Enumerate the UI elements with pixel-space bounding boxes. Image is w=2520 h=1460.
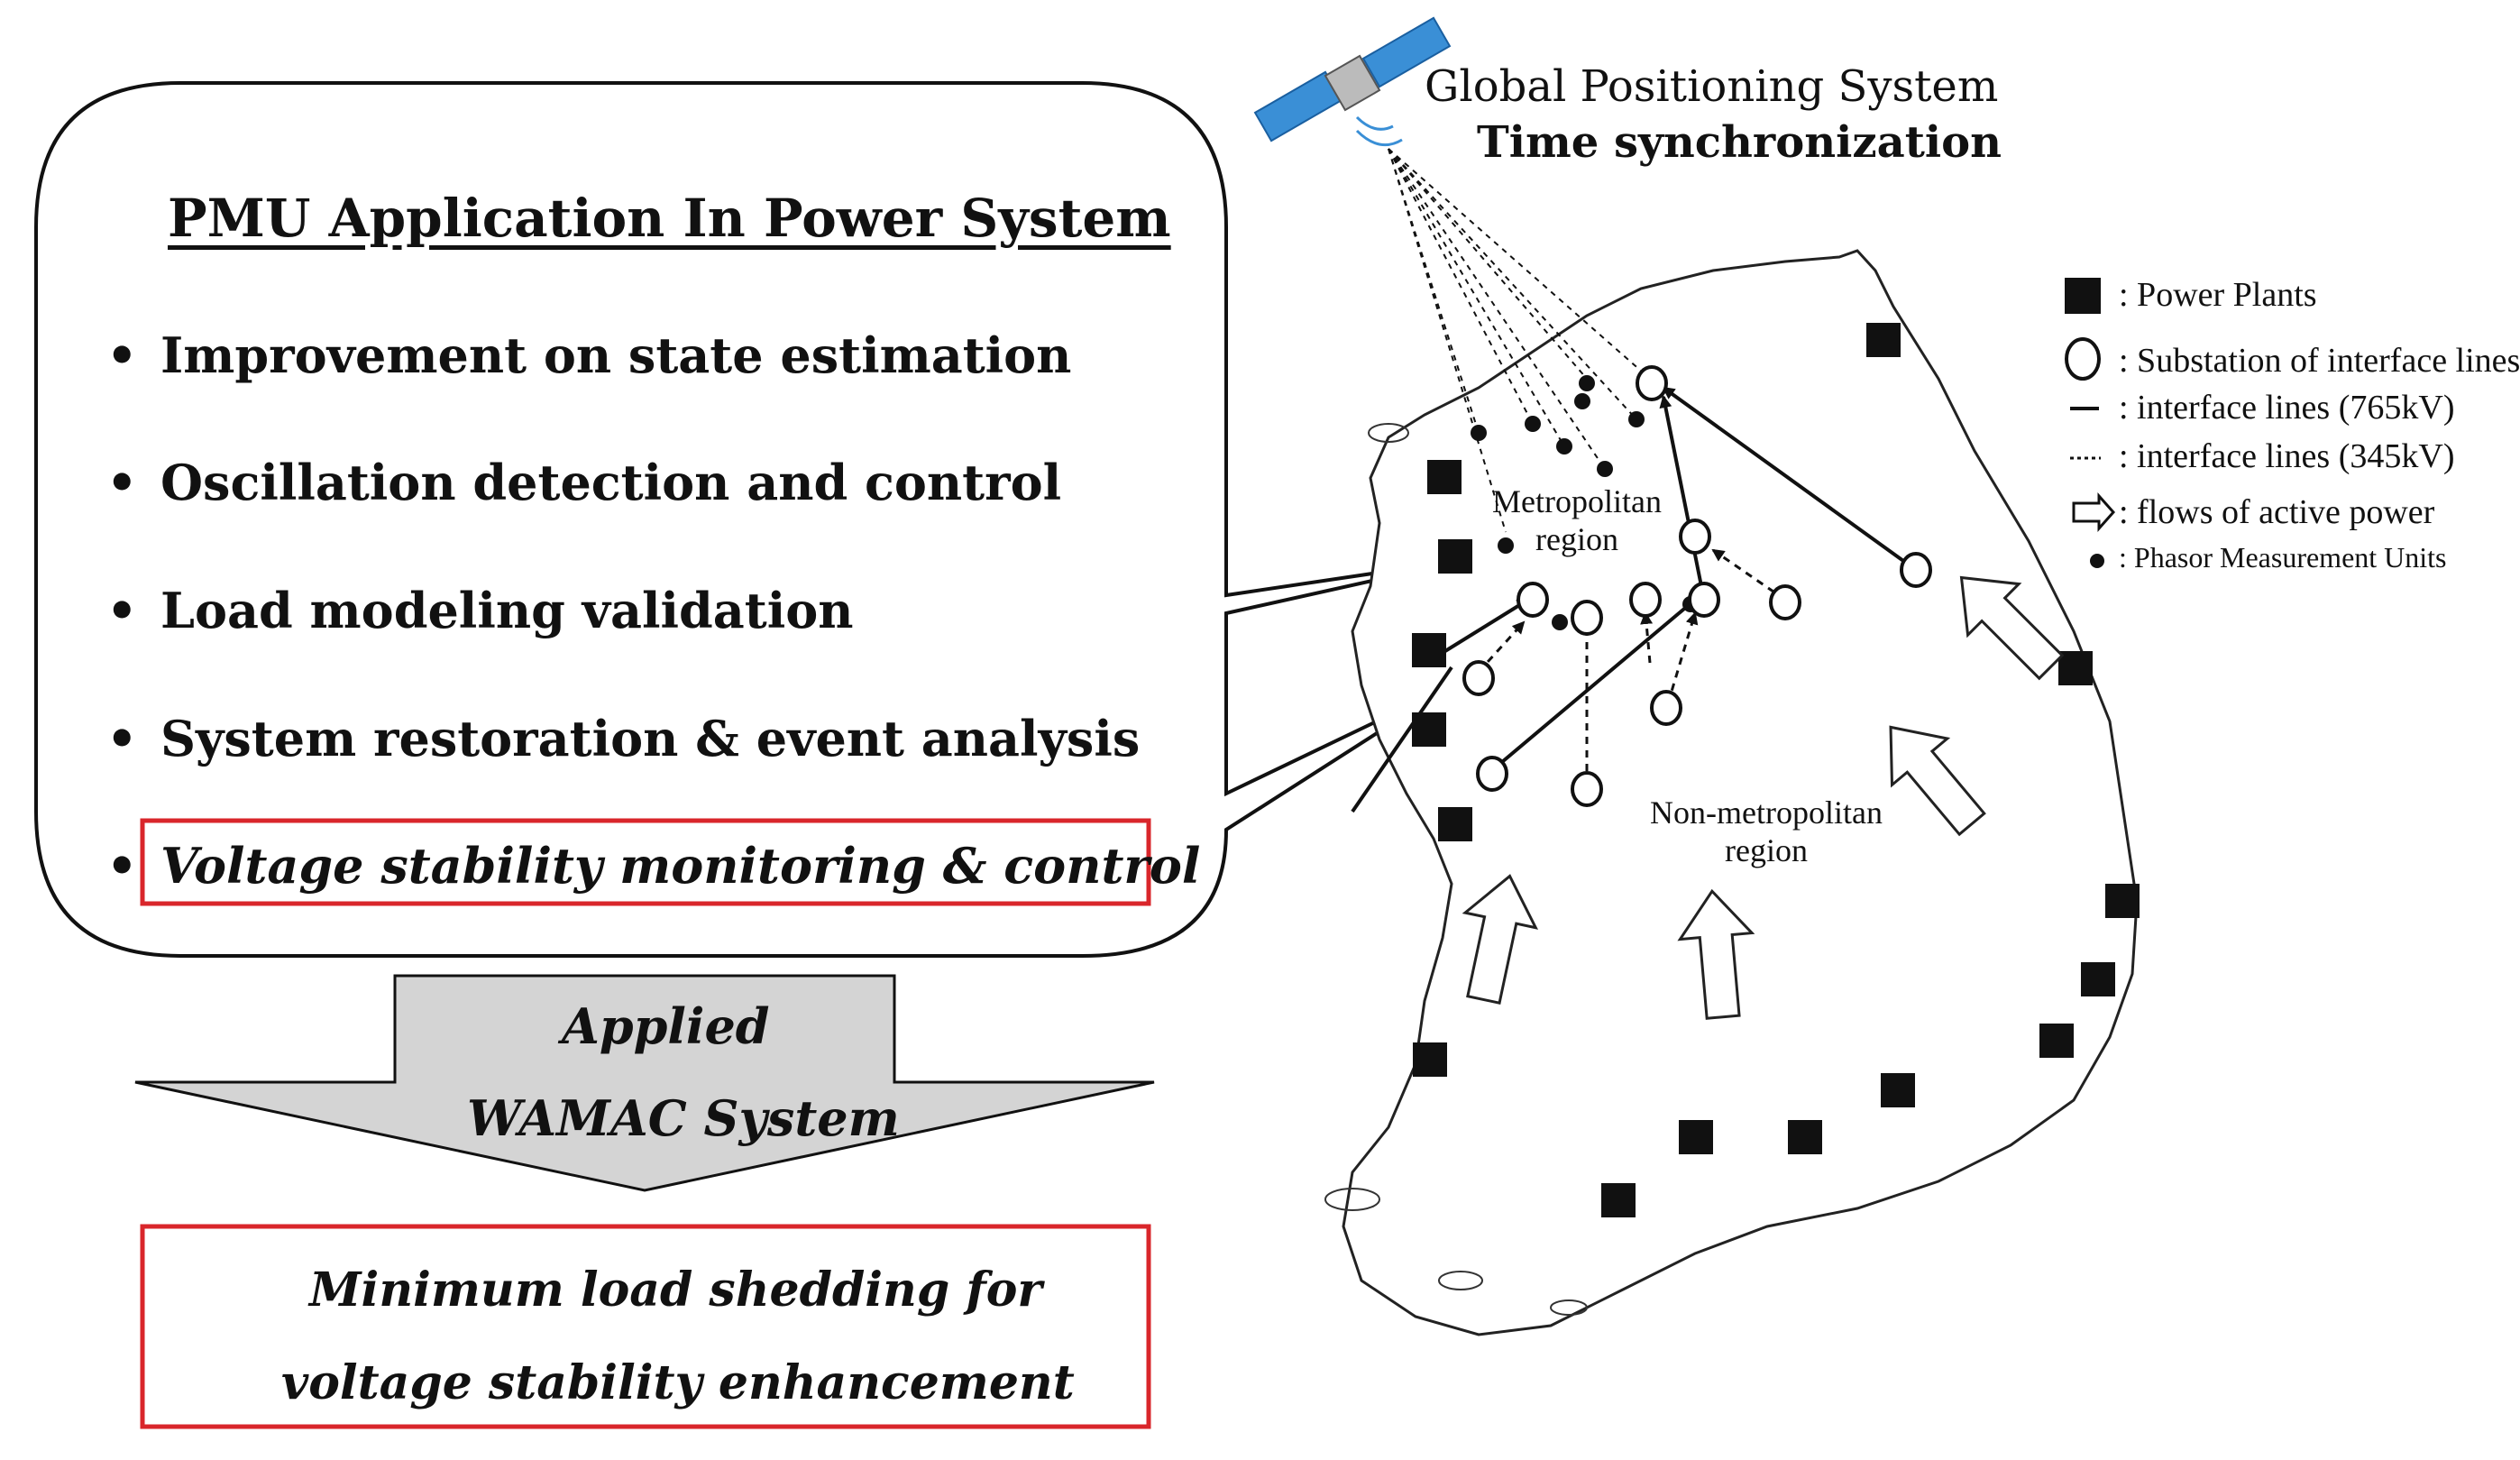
legend-label-pmu: : Phasor Measurement Units: [2119, 541, 2447, 574]
time-sync-label: Time synchronization: [1477, 117, 2002, 168]
gps-label: Global Positioning System: [1425, 61, 1999, 112]
outline-arrow-icon: [2072, 492, 2116, 532]
interface-lines-765kv: [1351, 386, 1918, 813]
legend-label-765kv: : interface lines (765kV): [2119, 389, 2455, 427]
legend-label-power-plants: : Power Plants: [2119, 276, 2317, 314]
arrow-label-applied: Applied: [562, 997, 770, 1055]
legend-label-345kv: : interface lines (345kV): [2119, 437, 2455, 475]
bullet-item: •Improvement on state estimation: [106, 326, 1072, 384]
interface-lines-345kv: [1477, 548, 1786, 785]
power-plant-squares: [1412, 323, 2140, 1217]
active-power-flow-arrows: [1462, 575, 2065, 1020]
bullet-item: •System restoration & event analysis: [106, 710, 1141, 767]
gps-signal-lines: [1388, 148, 1651, 533]
metropolitan-region-label: Metropolitan region: [1492, 483, 1662, 557]
arrow-label-wamac: WAMAC System: [467, 1089, 900, 1147]
bullet-item: •Oscillation detection and control: [106, 454, 1062, 511]
result-box: [140, 1224, 1151, 1429]
result-line-2: voltage stability enhancement: [281, 1355, 1075, 1410]
island: [1438, 1271, 1483, 1290]
non-metropolitan-region-label: Non-metropolitan region: [1650, 794, 1883, 868]
result-line-1: Minimum load shedding for: [309, 1263, 1042, 1318]
power-plant-square-icon: [2065, 278, 2101, 314]
bullet-item: •Load modeling validation: [106, 582, 854, 639]
dot-icon: [2090, 554, 2104, 568]
bullet-item-highlighted: •Voltage stability monitoring & control: [106, 837, 1201, 895]
island: [1368, 423, 1409, 443]
legend-label-substation: : Substation of interface lines: [2119, 342, 2520, 380]
satellite-icon: [1253, 16, 1452, 147]
legend-label-flows: : flows of active power: [2119, 493, 2435, 531]
island: [1550, 1299, 1588, 1316]
substation-circle-icon: [2065, 337, 2101, 381]
legend-symbols: [2065, 278, 2116, 568]
applied-down-arrow: [134, 974, 1155, 1192]
substation-circles: [1462, 365, 1932, 807]
highlight-box-voltage: [140, 818, 1151, 906]
panel-title: PMU Application In Power System: [168, 188, 1171, 249]
pmu-dots: [1471, 375, 1699, 630]
korea-map-outline: [1342, 249, 2139, 1336]
island: [1324, 1188, 1380, 1211]
pmu-panel-bubble: [34, 81, 1471, 958]
